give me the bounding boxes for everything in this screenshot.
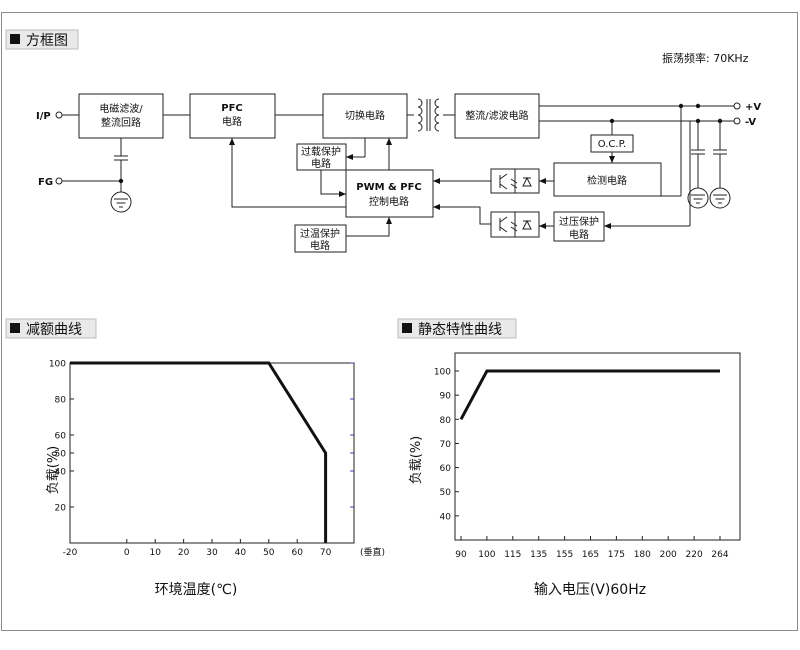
y-tick-label: 70	[440, 440, 452, 450]
derating-plot-area	[69, 362, 355, 544]
derating-series-line	[70, 361, 328, 543]
fg-terminal	[55, 177, 63, 185]
x-tick-label: 30	[206, 548, 218, 558]
emi-filter-block	[78, 93, 164, 139]
ocp-label: O.C.P.	[598, 139, 626, 150]
y-tick-label: 50	[55, 450, 67, 460]
x-tick-label: 70	[320, 548, 332, 558]
x-tick-label: 60	[291, 548, 303, 558]
ovp-block	[553, 211, 605, 242]
fg-terminal-label: FG	[38, 177, 53, 188]
static-plot-area	[454, 352, 741, 541]
x-tick-label: 10	[149, 548, 161, 558]
oscillation-frequency: 振荡频率: 70KHz	[662, 51, 749, 65]
detection-circuit-block	[553, 162, 662, 197]
olp-label-2: 电路	[311, 157, 331, 170]
header-square-icon	[10, 323, 20, 333]
static-ticks	[455, 370, 721, 540]
x-tick-label: 220	[686, 550, 703, 560]
earth-ground-icon	[709, 187, 731, 209]
pwm-pfc-label-2: 控制电路	[369, 195, 409, 208]
ovp-label-1: 过压保护	[559, 215, 599, 228]
static-series-line	[459, 369, 720, 421]
x-tick-label: 115	[504, 550, 521, 560]
y-tick-label: 40	[440, 512, 452, 522]
negative-output-label: -V	[745, 117, 756, 128]
negative-output-terminal	[733, 117, 741, 125]
y-tick-label: 40	[55, 468, 67, 478]
positive-output-terminal	[733, 102, 741, 110]
ip-terminal	[55, 111, 63, 119]
static-header-box	[397, 318, 517, 339]
earth-ground-icon	[687, 187, 709, 209]
derating-x-axis-label: 环境温度(℃)	[155, 582, 238, 598]
pwm-pfc-label-1: PWM & PFC	[356, 182, 422, 193]
block-diagram-header: 方框图	[26, 33, 68, 49]
optocoupler-icon	[490, 168, 540, 194]
block-diagram-header-box	[5, 29, 79, 50]
x-tick-label: 40	[235, 548, 247, 558]
derating-curve-section: 减额曲线 100 80 60 50 40 20 -20 0 10 20 30 40 50 60 70 (垂直…	[5, 318, 385, 598]
rectifier-filter-label: 整流/滤波电路	[465, 109, 528, 122]
ip-terminal-label: I/P	[36, 111, 51, 122]
y-tick-label: 60	[440, 464, 452, 474]
static-tick-labels: 100 90 80 70 60 50 40 90 100 115 135 155 165 175 180 20…	[434, 368, 729, 561]
x-tick-label: 165	[582, 550, 599, 560]
derating-tick-labels: 100 80 60 50 40 20 -20 0 10 20 30 40 50 60 70	[49, 360, 332, 559]
block-diagram-section: 方框图 振荡频率: 70KHz I/P FG 电磁滤波/ 整流回路 PFC 电路	[5, 29, 761, 253]
static-y-axis-label: 负载(%)	[409, 436, 424, 485]
x-tick-label: 50	[263, 548, 275, 558]
header-square-icon	[10, 34, 20, 44]
y-tick-label: 80	[55, 396, 67, 406]
pfc-block	[189, 93, 276, 139]
y-tick-label: 20	[55, 504, 67, 514]
x-tick-label: 0	[124, 548, 130, 558]
switching-circuit-block	[322, 93, 408, 139]
derating-header-box	[5, 318, 97, 339]
y-tick-label: 100	[434, 368, 451, 378]
y-tick-label: 60	[55, 432, 67, 442]
x-tick-label: 180	[634, 550, 651, 560]
x-tick-label: 175	[608, 550, 625, 560]
pwm-pfc-control-block	[345, 169, 434, 218]
static-x-axis-label: 输入电压(V)60Hz	[534, 582, 646, 598]
x-tick-label: 90	[455, 550, 467, 560]
emi-filter-label-1: 电磁滤波/	[99, 102, 143, 115]
positive-output-label: +V	[745, 102, 761, 113]
detection-circuit-label: 检测电路	[587, 174, 627, 187]
x-tick-label: 200	[660, 550, 677, 560]
x-tick-label: 135	[530, 550, 547, 560]
earth-ground-icon	[110, 191, 132, 213]
derating-header: 减额曲线	[26, 322, 82, 338]
ovp-label-2: 电路	[569, 228, 589, 241]
otp-label-1: 过温保护	[300, 227, 340, 240]
header-square-icon	[402, 323, 412, 333]
emi-filter-label-2: 整流回路	[101, 116, 141, 129]
y-tick-label: 80	[440, 416, 452, 426]
otp-label-2: 电路	[310, 239, 330, 252]
otp-block	[294, 224, 347, 253]
y-tick-label: 50	[440, 488, 452, 498]
outer-frame	[1, 12, 798, 631]
x-tick-label: 20	[178, 548, 190, 558]
x-tick-label: -20	[63, 548, 78, 558]
pfc-label-1: PFC	[221, 103, 243, 114]
static-header: 静态特性曲线	[418, 322, 502, 338]
rectifier-filter-block	[454, 93, 540, 139]
transformer-icon	[407, 98, 455, 132]
pfc-label-2: 电路	[222, 115, 242, 128]
x-tick-label: 264	[711, 550, 728, 560]
olp-label-1: 过载保护	[301, 145, 341, 158]
optocoupler-icon	[490, 211, 540, 238]
derating-axis-note: (垂直)	[360, 546, 385, 558]
switching-circuit-label: 切换电路	[345, 109, 385, 122]
y-tick-label: 100	[49, 360, 66, 370]
derating-y-axis-label: 负载(%)	[46, 446, 61, 495]
y-tick-label: 90	[440, 392, 452, 402]
x-tick-label: 100	[478, 550, 495, 560]
x-tick-label: 155	[556, 550, 573, 560]
